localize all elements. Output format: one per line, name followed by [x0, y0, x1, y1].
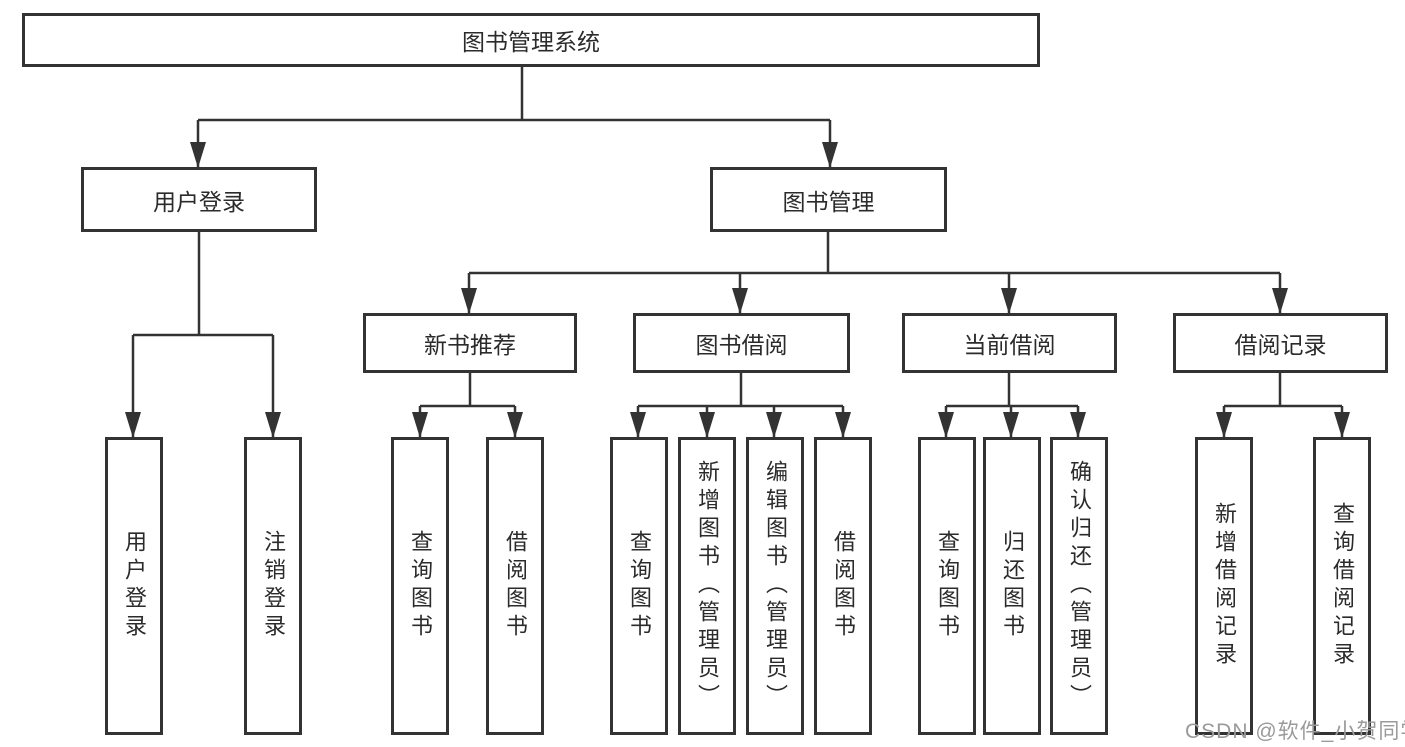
- node-leaf-label: 查询借阅记录: [1330, 502, 1355, 670]
- node-book-borrow: 图书借阅: [633, 313, 850, 373]
- node-book-management: 图书管理: [710, 167, 947, 232]
- node-leaf-edit-books-admin: 编辑图书（管理员）: [746, 437, 804, 735]
- node-leaf-query-borrow-record: 查询借阅记录: [1313, 437, 1371, 735]
- node-leaf-label: 归还图书: [1000, 530, 1025, 642]
- node-leaf-label: 确认归还（管理员）: [1067, 460, 1092, 712]
- node-leaf-label: 注销登录: [261, 530, 286, 642]
- node-leaf-user-login: 用户登录: [105, 437, 163, 735]
- node-leaf-query-books-2: 查询图书: [610, 437, 668, 735]
- node-new-book-recommend-label: 新书推荐: [424, 332, 516, 358]
- node-user-login-label: 用户登录: [153, 188, 245, 215]
- node-leaf-label: 用户登录: [122, 530, 147, 642]
- node-root-label: 图书管理系统: [462, 29, 600, 55]
- node-leaf-borrow-books-2: 借阅图书: [814, 437, 872, 735]
- node-current-borrow-label: 当前借阅: [963, 332, 1056, 358]
- node-root: 图书管理系统: [22, 13, 1040, 67]
- node-leaf-borrow-books-1: 借阅图书: [486, 437, 544, 735]
- node-new-book-recommend: 新书推荐: [363, 313, 577, 373]
- node-leaf-return-books: 归还图书: [983, 437, 1041, 735]
- node-leaf-add-borrow-record: 新增借阅记录: [1195, 437, 1253, 735]
- node-leaf-label: 借阅图书: [503, 530, 528, 642]
- node-user-login: 用户登录: [81, 167, 317, 232]
- node-leaf-label: 新增图书（管理员）: [695, 460, 720, 712]
- node-leaf-label: 新增借阅记录: [1212, 502, 1237, 670]
- node-leaf-logout: 注销登录: [244, 437, 302, 735]
- node-leaf-label: 借阅图书: [831, 530, 856, 642]
- node-leaf-query-books-1: 查询图书: [391, 437, 449, 735]
- node-leaf-label: 编辑图书（管理员）: [763, 460, 788, 712]
- csdn-watermark: CSDN @软件_小贺同学: [1185, 720, 1405, 743]
- node-current-borrow: 当前借阅: [902, 313, 1117, 373]
- node-leaf-confirm-return-admin: 确认归还（管理员）: [1050, 437, 1108, 735]
- node-leaf-query-books-3: 查询图书: [918, 437, 976, 735]
- connectors: [125, 67, 1350, 438]
- node-leaf-label: 查询图书: [408, 530, 433, 642]
- node-book-management-label: 图书管理: [782, 188, 875, 215]
- node-leaf-label: 查询图书: [627, 530, 652, 642]
- node-borrow-records: 借阅记录: [1173, 313, 1388, 373]
- node-leaf-add-books-admin: 新增图书（管理员）: [678, 437, 736, 735]
- node-leaf-label: 查询图书: [935, 530, 960, 642]
- node-book-borrow-label: 图书借阅: [695, 332, 788, 358]
- node-borrow-records-label: 借阅记录: [1234, 332, 1327, 358]
